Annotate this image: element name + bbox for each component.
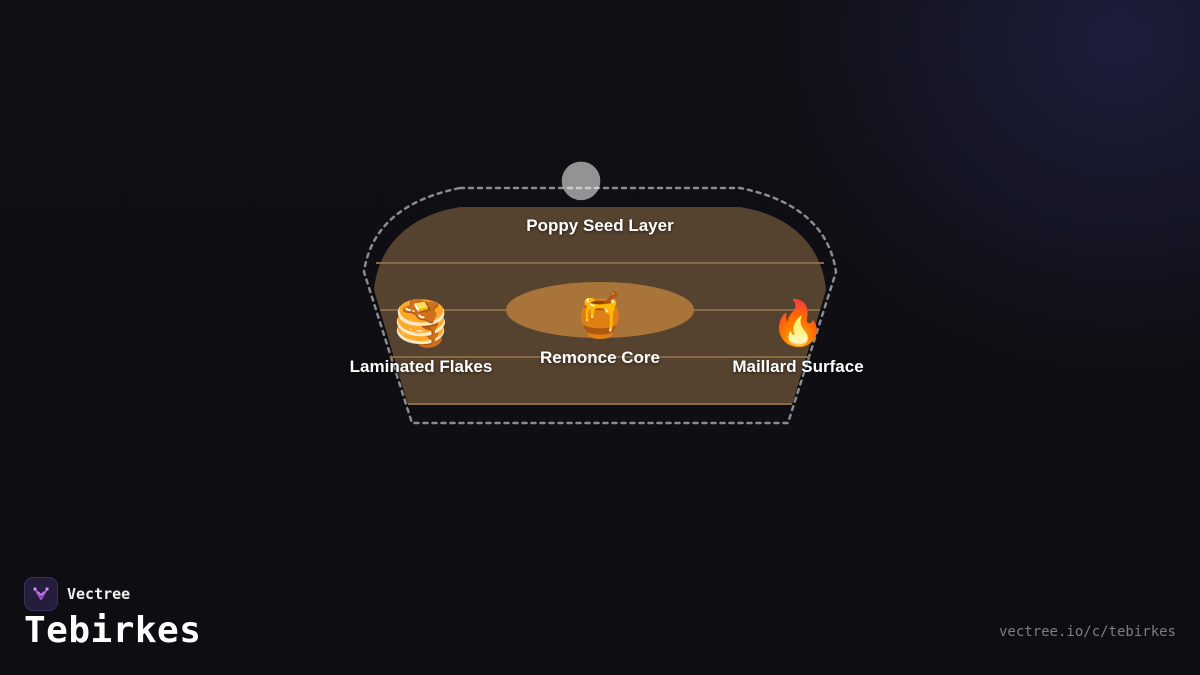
vectree-logo-mark (33, 587, 49, 600)
new-moon-icon: 🌑 (558, 157, 604, 208)
pancakes-icon: 🥞 (393, 298, 449, 349)
layer-label-remonce-core: Remonce Core (540, 348, 660, 367)
brand: Vectree (24, 577, 130, 611)
pastry-outline (362, 186, 838, 425)
page-title: Tebirkes (24, 610, 202, 651)
page-url[interactable]: vectree.io/c/tebirkes (998, 624, 1176, 640)
fire-icon: 🔥 (770, 298, 826, 349)
remonce-core-filling (506, 282, 694, 338)
vectree-logo-icon (24, 577, 58, 611)
layer-label-poppy-seed: Poppy Seed Layer (526, 216, 674, 235)
brand-name: Vectree (67, 585, 131, 603)
layer-label-laminated-flakes: Laminated Flakes (349, 357, 493, 376)
honey-pot-icon: 🍯 (572, 290, 628, 341)
layer-label-maillard-surface: Maillard Surface (732, 357, 864, 376)
